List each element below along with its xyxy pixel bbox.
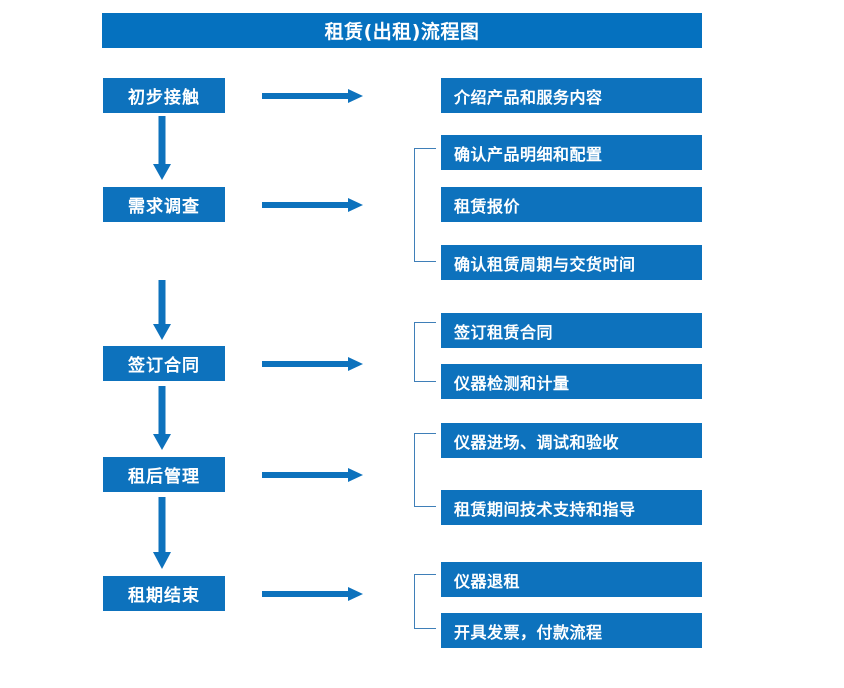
- horizontal-arrow-icon-1: [262, 87, 364, 105]
- detail-label: 仪器退租: [454, 571, 521, 591]
- detail-box-10[interactable]: 开具发票，付款流程: [441, 613, 702, 648]
- detail-box-5[interactable]: 签订租赁合同: [441, 313, 702, 348]
- detail-box-8[interactable]: 租赁期间技术支持和指导: [441, 490, 702, 525]
- detail-label: 签订租赁合同: [454, 322, 554, 342]
- horizontal-arrow-icon-4: [262, 466, 364, 484]
- vertical-arrow-icon-4: [148, 497, 176, 572]
- detail-box-4[interactable]: 确认租赁周期与交货时间: [441, 245, 702, 280]
- detail-box-2[interactable]: 确认产品明细和配置: [441, 135, 702, 170]
- vertical-arrow-icon-3: [148, 386, 176, 453]
- stage-box-2[interactable]: 需求调查: [103, 187, 225, 222]
- stage-label: 需求调查: [128, 197, 200, 217]
- detail-box-1[interactable]: 介绍产品和服务内容: [441, 78, 702, 113]
- bracket-icon-2: [414, 322, 436, 382]
- detail-label: 确认租赁周期与交货时间: [454, 254, 636, 274]
- bracket-icon-3: [414, 433, 436, 507]
- detail-box-3[interactable]: 租赁报价: [441, 187, 702, 222]
- detail-box-7[interactable]: 仪器进场、调试和验收: [441, 423, 702, 458]
- detail-label: 确认产品明细和配置: [454, 144, 603, 164]
- detail-box-6[interactable]: 仪器检测和计量: [441, 364, 702, 399]
- detail-label: 介绍产品和服务内容: [454, 87, 603, 107]
- detail-label: 开具发票，付款流程: [454, 622, 603, 642]
- bracket-icon-4: [414, 574, 436, 629]
- horizontal-arrow-icon-3: [262, 355, 364, 373]
- bracket-icon-1: [414, 148, 436, 262]
- horizontal-arrow-icon-5: [262, 585, 364, 603]
- diagram-title: 租赁(出租)流程图: [102, 13, 702, 48]
- stage-box-3[interactable]: 签订合同: [103, 346, 225, 381]
- vertical-arrow-icon-1: [148, 116, 176, 183]
- stage-box-1[interactable]: 初步接触: [103, 78, 225, 113]
- stage-box-5[interactable]: 租期结束: [103, 576, 225, 611]
- detail-label: 仪器检测和计量: [454, 373, 570, 393]
- stage-label: 租期结束: [128, 586, 200, 606]
- stage-box-4[interactable]: 租后管理: [103, 457, 225, 492]
- stage-label: 签订合同: [128, 356, 200, 376]
- detail-label: 租赁期间技术支持和指导: [454, 499, 636, 519]
- vertical-arrow-icon-2: [148, 280, 176, 342]
- detail-label: 仪器进场、调试和验收: [454, 432, 620, 452]
- detail-box-9[interactable]: 仪器退租: [441, 562, 702, 597]
- detail-label: 租赁报价: [454, 196, 521, 216]
- stage-label: 初步接触: [128, 88, 200, 108]
- stage-label: 租后管理: [128, 467, 200, 487]
- horizontal-arrow-icon-2: [262, 196, 364, 214]
